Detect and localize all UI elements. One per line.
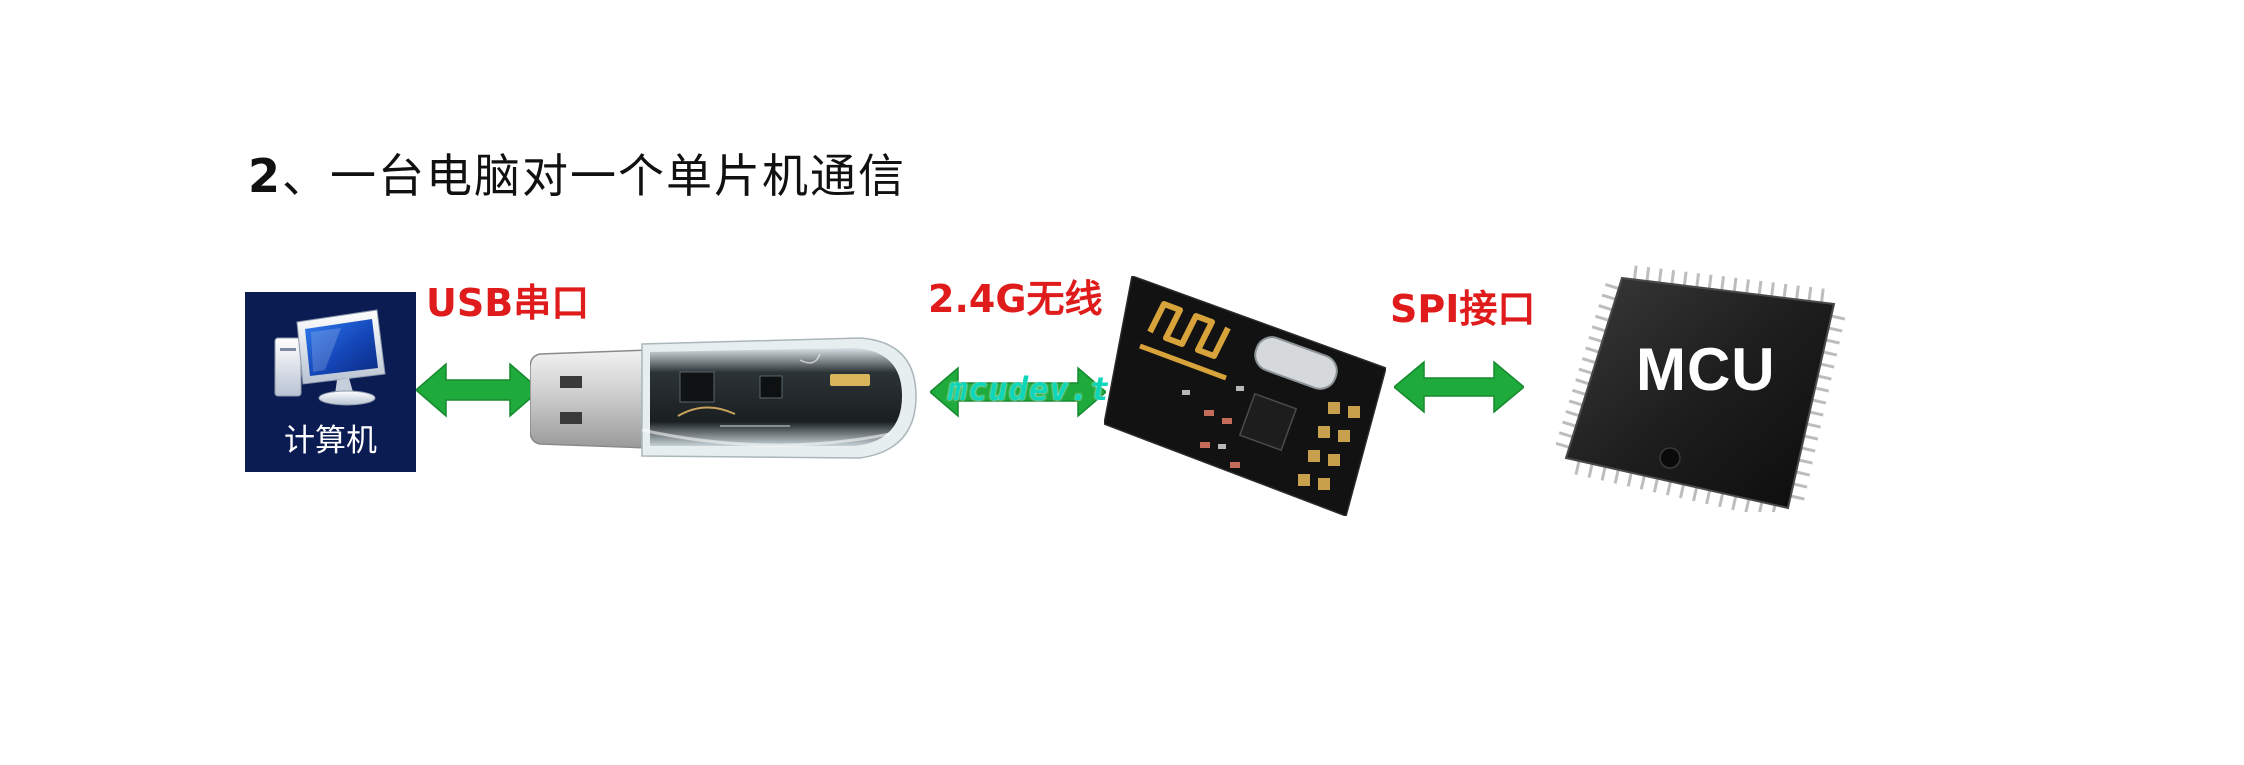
mcu-pin xyxy=(1820,288,1825,303)
mcu-pin xyxy=(1692,487,1699,502)
computer-monitor-icon xyxy=(274,309,386,406)
page-title: 2、一台电脑对一个单片机通信 xyxy=(248,140,906,206)
mcu-pin xyxy=(1807,286,1813,302)
mcu-pin xyxy=(1745,279,1750,294)
mcu-pin xyxy=(1828,326,1843,333)
mcu-pin xyxy=(1795,470,1811,477)
mcu-pin xyxy=(1565,410,1580,418)
mcu-pin xyxy=(1588,335,1603,343)
mcu-pin xyxy=(1801,446,1816,453)
link-label-wireless: 2.4G无线 xyxy=(928,277,1103,321)
usb-dongle-image xyxy=(530,337,917,459)
mcu-pin xyxy=(1574,460,1581,475)
mcu-pin xyxy=(1600,466,1607,481)
mcu-pin xyxy=(1556,441,1570,449)
mcu-pin xyxy=(1720,276,1725,291)
mcu-pin xyxy=(1595,314,1610,322)
mcu-pin xyxy=(1793,482,1808,489)
mcu-pin xyxy=(1758,501,1764,512)
title-text: 、一台电脑对一个单片机通信 xyxy=(282,149,907,203)
mcu-pin xyxy=(1820,362,1835,369)
mcu-pin xyxy=(1732,277,1738,292)
mcu-pin xyxy=(1558,431,1574,439)
mcu-pin xyxy=(1803,434,1819,441)
mcu-pin xyxy=(1825,338,1840,345)
link-label-usb: USB串口 xyxy=(426,281,590,325)
mcu-pin xyxy=(1598,304,1613,312)
mcu-pin xyxy=(1770,282,1775,297)
mcu-label: MCU xyxy=(1636,336,1776,403)
mcu-pin xyxy=(1652,478,1659,493)
mcu-pin xyxy=(1798,458,1813,465)
mcu-pin xyxy=(1613,469,1620,484)
mcu-pin xyxy=(1814,386,1830,393)
mcu-pin xyxy=(1678,484,1685,499)
mcu-chip-image xyxy=(1556,265,1846,512)
mcu-pin xyxy=(1771,504,1777,512)
mcu-pin xyxy=(1830,314,1846,321)
double-arrow-icon xyxy=(416,362,540,418)
mcu-pin xyxy=(1817,374,1832,381)
mcu-pin xyxy=(1812,398,1827,405)
mcu-pin xyxy=(1682,271,1688,286)
title-number: 2 xyxy=(248,149,283,203)
rf-module-image xyxy=(1104,276,1386,516)
mcu-pin xyxy=(1575,378,1590,386)
mcu-pin xyxy=(1806,422,1821,429)
mcu-pin xyxy=(1744,498,1751,512)
computer-node: 计算机 xyxy=(245,292,416,472)
mcu-pin xyxy=(1665,481,1672,496)
computer-label: 计算机 xyxy=(284,423,377,459)
mcu-pin xyxy=(1790,494,1805,501)
mcu-pin xyxy=(1604,282,1620,291)
mcu-pin xyxy=(1731,495,1738,511)
mcu-pin xyxy=(1822,350,1838,357)
mcu-pin xyxy=(1591,325,1606,333)
mcu-pin xyxy=(1626,472,1633,487)
double-arrow-icon xyxy=(1394,360,1524,414)
mcu-pin xyxy=(1795,285,1800,300)
mcu-pin xyxy=(1695,273,1701,288)
mcu-pin xyxy=(1632,265,1638,280)
mcu-pin xyxy=(1707,274,1713,289)
mcu-pin xyxy=(1568,399,1583,407)
mcu-pin xyxy=(1657,268,1663,283)
mcu-pin xyxy=(1571,388,1587,396)
mcu-pin xyxy=(1639,475,1646,490)
mcu-pin xyxy=(1705,490,1712,505)
mcu-pin xyxy=(1757,280,1763,296)
mcu-pin xyxy=(1670,270,1676,285)
mcu-pin xyxy=(1587,463,1594,478)
mcu-pin xyxy=(1809,410,1824,417)
link-label-spi: SPI接口 xyxy=(1390,287,1536,331)
mcu-pin xyxy=(1782,283,1788,299)
mcu-pin xyxy=(1578,367,1593,375)
mcu-pin xyxy=(1562,420,1577,428)
mcu-pin xyxy=(1601,293,1616,301)
double-arrow-icon xyxy=(930,366,1106,418)
mcu-pin xyxy=(1645,266,1651,282)
mcu-pin xyxy=(1718,492,1725,508)
mcu-pin xyxy=(1585,346,1600,354)
mcu-pin xyxy=(1581,357,1597,365)
